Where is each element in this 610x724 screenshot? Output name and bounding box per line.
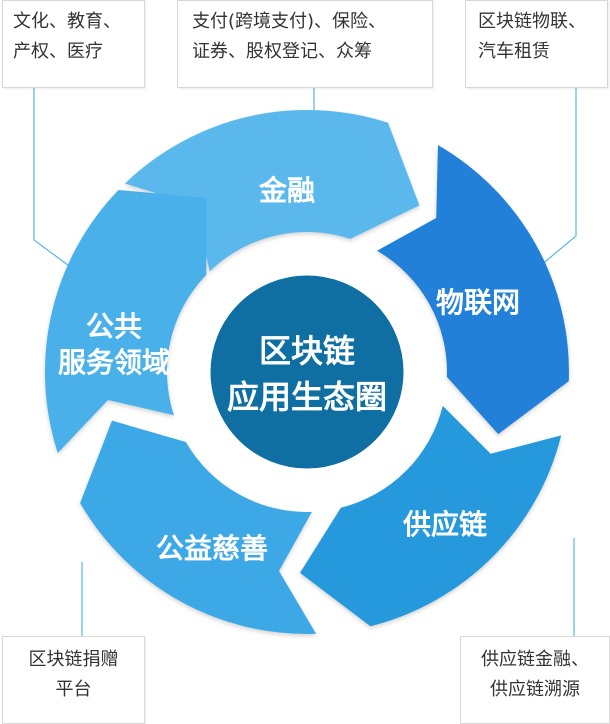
info-box-text: 区块链捐赠: [28, 649, 119, 670]
segment-charity: [80, 420, 317, 634]
segment-label-public-line1: 公共: [86, 310, 142, 343]
segment-supply-chain: [300, 405, 562, 627]
info-box-text: 区块链物联、: [478, 11, 586, 32]
info-box-supply-chain: 供应链金融、 供应链溯源: [460, 636, 610, 724]
connector-top-left: [33, 88, 73, 269]
info-box-donation-platform: 区块链捐赠 平台: [2, 636, 145, 724]
info-box-text: 支付(跨境支付)、保险、: [192, 11, 387, 32]
info-box-text: 平台: [55, 679, 92, 700]
info-box-text: 文化、教育、: [13, 11, 121, 32]
info-box-culture-education: 文化、教育、 产权、医疗: [2, 0, 145, 88]
center-circle: [203, 268, 411, 476]
segment-public-services: [44, 190, 207, 453]
segment-label-iot: 物联网: [436, 286, 520, 319]
info-box-payment-finance: 支付(跨境支付)、保险、 证券、股权登记、众筹: [177, 0, 433, 88]
info-box-text: 汽车租赁: [478, 41, 550, 62]
info-box-text: 供应链金融、: [481, 649, 589, 670]
segment-label-public-line2: 服务领域: [58, 346, 170, 379]
info-box-text: 供应链溯源: [490, 679, 580, 700]
segment-label-supply-chain: 供应链: [402, 508, 487, 541]
connector-top-right: [539, 88, 577, 267]
info-box-iot-rental: 区块链物联、 汽车租赁: [465, 0, 608, 88]
segment-label-finance: 金融: [258, 174, 315, 207]
segment-label-charity: 公益慈善: [156, 532, 268, 565]
info-box-text: 产权、医疗: [13, 41, 103, 62]
segment-finance: [125, 109, 420, 272]
center-title-line1: 区块链: [259, 332, 355, 370]
info-box-text: 证券、股权登记、众筹: [192, 41, 372, 62]
connector-lines: [33, 88, 577, 636]
segment-iot: [377, 145, 569, 435]
center-title-line2: 应用生态圈: [227, 378, 387, 416]
